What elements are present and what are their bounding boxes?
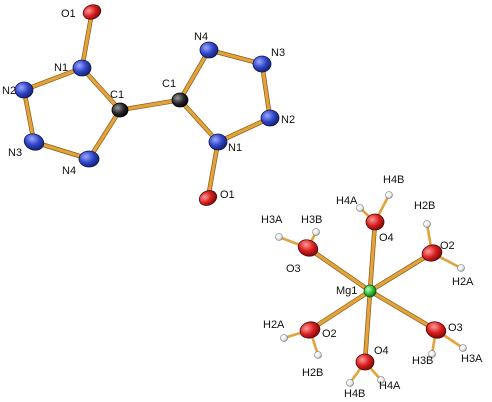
o4-top-atom — [365, 213, 385, 231]
c1-left-atom — [111, 102, 129, 118]
o3-left-atom — [297, 239, 319, 257]
label-n1-left: N1 — [54, 62, 68, 74]
h3b-left-atom — [312, 228, 320, 236]
o2-right-atom — [421, 244, 443, 262]
label-h3b-left: H3B — [301, 214, 322, 226]
label-n2-right: N2 — [281, 114, 295, 126]
atoms-right-ring — [171, 41, 280, 206]
label-o1-right: O1 — [220, 189, 235, 201]
o1-left-atom — [82, 4, 102, 20]
label-h3a-right: H3A — [461, 353, 483, 365]
label-o4-bottom: O4 — [374, 345, 389, 357]
label-h2a-right: H2A — [452, 276, 474, 288]
label-n4-left: N4 — [62, 165, 76, 177]
atom-labels: O1 N1 N2 N3 N4 C1 C1 N4 N3 N2 N1 O1 H4B … — [2, 8, 483, 400]
label-o2-right: O2 — [440, 240, 455, 252]
o3-right-atom — [425, 321, 447, 339]
n2-left-atom — [14, 81, 34, 99]
h4b-top-atom — [385, 191, 393, 199]
label-n3-left: N3 — [8, 147, 22, 159]
h3a-right-atom — [459, 344, 467, 352]
mg1-atom — [363, 284, 377, 298]
c1-right-atom — [171, 92, 189, 108]
h4a-bottom-atom — [377, 376, 385, 384]
label-c1-left: C1 — [110, 89, 124, 101]
label-h4a-top: H4A — [336, 195, 358, 207]
h2a-right-atom — [457, 264, 465, 272]
n2-right-atom — [260, 109, 280, 127]
bonds-right-ring — [177, 47, 273, 201]
label-o3-left: O3 — [286, 263, 301, 275]
label-h2b-top: H2B — [414, 200, 435, 212]
label-n3-right: N3 — [271, 47, 285, 59]
label-h4b-bottom: H4B — [344, 388, 365, 400]
h3a-left-atom — [275, 233, 283, 241]
n3-left-atom — [23, 133, 45, 151]
o1-right-atom — [198, 190, 218, 206]
label-h2a-left: H2A — [263, 319, 285, 331]
label-h4b-top: H4B — [383, 174, 404, 186]
label-h3a-left: H3A — [261, 214, 283, 226]
label-h2b-bottom: H2B — [302, 367, 323, 379]
h3b-bottom-atom — [428, 350, 436, 358]
atoms-mg-complex — [275, 191, 467, 387]
o4-bottom-atom — [355, 353, 375, 371]
n3-right-atom — [252, 55, 272, 73]
n4-right-atom — [199, 41, 219, 59]
n1-left-atom — [72, 59, 92, 77]
h4b-bottom-atom — [346, 379, 354, 387]
label-o3-right: O3 — [448, 322, 463, 334]
label-n1-right: N1 — [228, 142, 242, 154]
label-o1-left: O1 — [61, 8, 76, 20]
label-h3b-bottom: H3B — [412, 355, 433, 367]
n4-left-atom — [78, 150, 100, 168]
label-c1-right: C1 — [162, 78, 176, 90]
atoms-left-ring — [14, 4, 129, 168]
label-o4-top: O4 — [379, 232, 394, 244]
n1-right-atom — [208, 133, 228, 151]
o2-left-atom — [299, 321, 321, 339]
bonds-left-ring — [21, 9, 183, 162]
label-n4-right: N4 — [194, 31, 208, 43]
label-mg1: Mg1 — [336, 285, 357, 297]
label-n2-left: N2 — [2, 85, 16, 97]
h4a-top-atom — [356, 204, 364, 212]
h2b-top-atom — [423, 220, 431, 228]
h2b-bottom-atom — [314, 351, 322, 359]
label-o2-left: O2 — [322, 328, 337, 340]
label-h4a-bottom: H4A — [379, 380, 401, 392]
h2a-left-atom — [280, 334, 288, 342]
